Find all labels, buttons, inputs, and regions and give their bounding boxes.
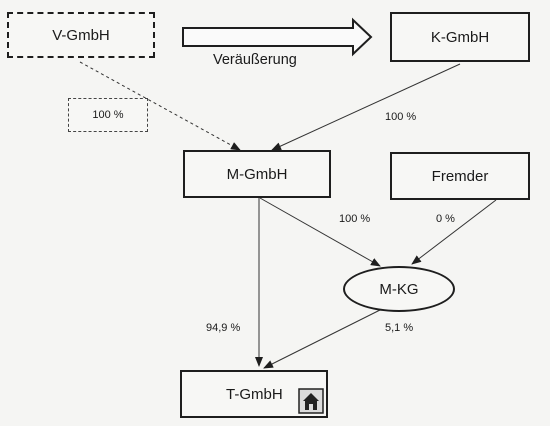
sale-label: Veräußerung: [213, 52, 297, 68]
v-share-box: 100 %: [68, 98, 148, 132]
k-gmbh-label: K-GmbH: [430, 28, 490, 46]
k-gmbh-node: K-GmbH: [390, 12, 530, 62]
fremder-to-mkg-edge: [411, 199, 497, 265]
m-gmbh-label: M-GmbH: [226, 165, 288, 183]
m-gmbh-node: M-GmbH: [183, 150, 331, 198]
mkg-to-t-share-label: 5,1 %: [385, 322, 414, 334]
house-icon: [298, 388, 324, 414]
v-to-m-edge: [79, 61, 241, 151]
k-to-m-edge: [271, 63, 461, 151]
fremder-label: Fremder: [431, 167, 489, 185]
v-gmbh-node: V-GmbH: [7, 12, 155, 58]
mkg-to-t-edge: [263, 309, 381, 369]
m-to-mkg-share-label: 100 %: [339, 213, 371, 225]
fremder-node: Fremder: [390, 152, 530, 200]
m-to-mkg-edge: [259, 197, 381, 267]
k-to-m-share-label: 100 %: [385, 111, 417, 123]
v-share-label: 100 %: [92, 109, 124, 121]
m-kg-node: M-KG: [343, 266, 455, 312]
v-gmbh-label: V-GmbH: [52, 26, 110, 44]
m-to-t-share-label: 94,9 %: [206, 322, 241, 334]
t-gmbh-label: T-GmbH: [226, 385, 283, 403]
fremder-to-mkg-share-label: 0 %: [436, 213, 455, 225]
m-kg-label: M-KG: [379, 280, 419, 298]
sale-arrow: [182, 17, 373, 57]
